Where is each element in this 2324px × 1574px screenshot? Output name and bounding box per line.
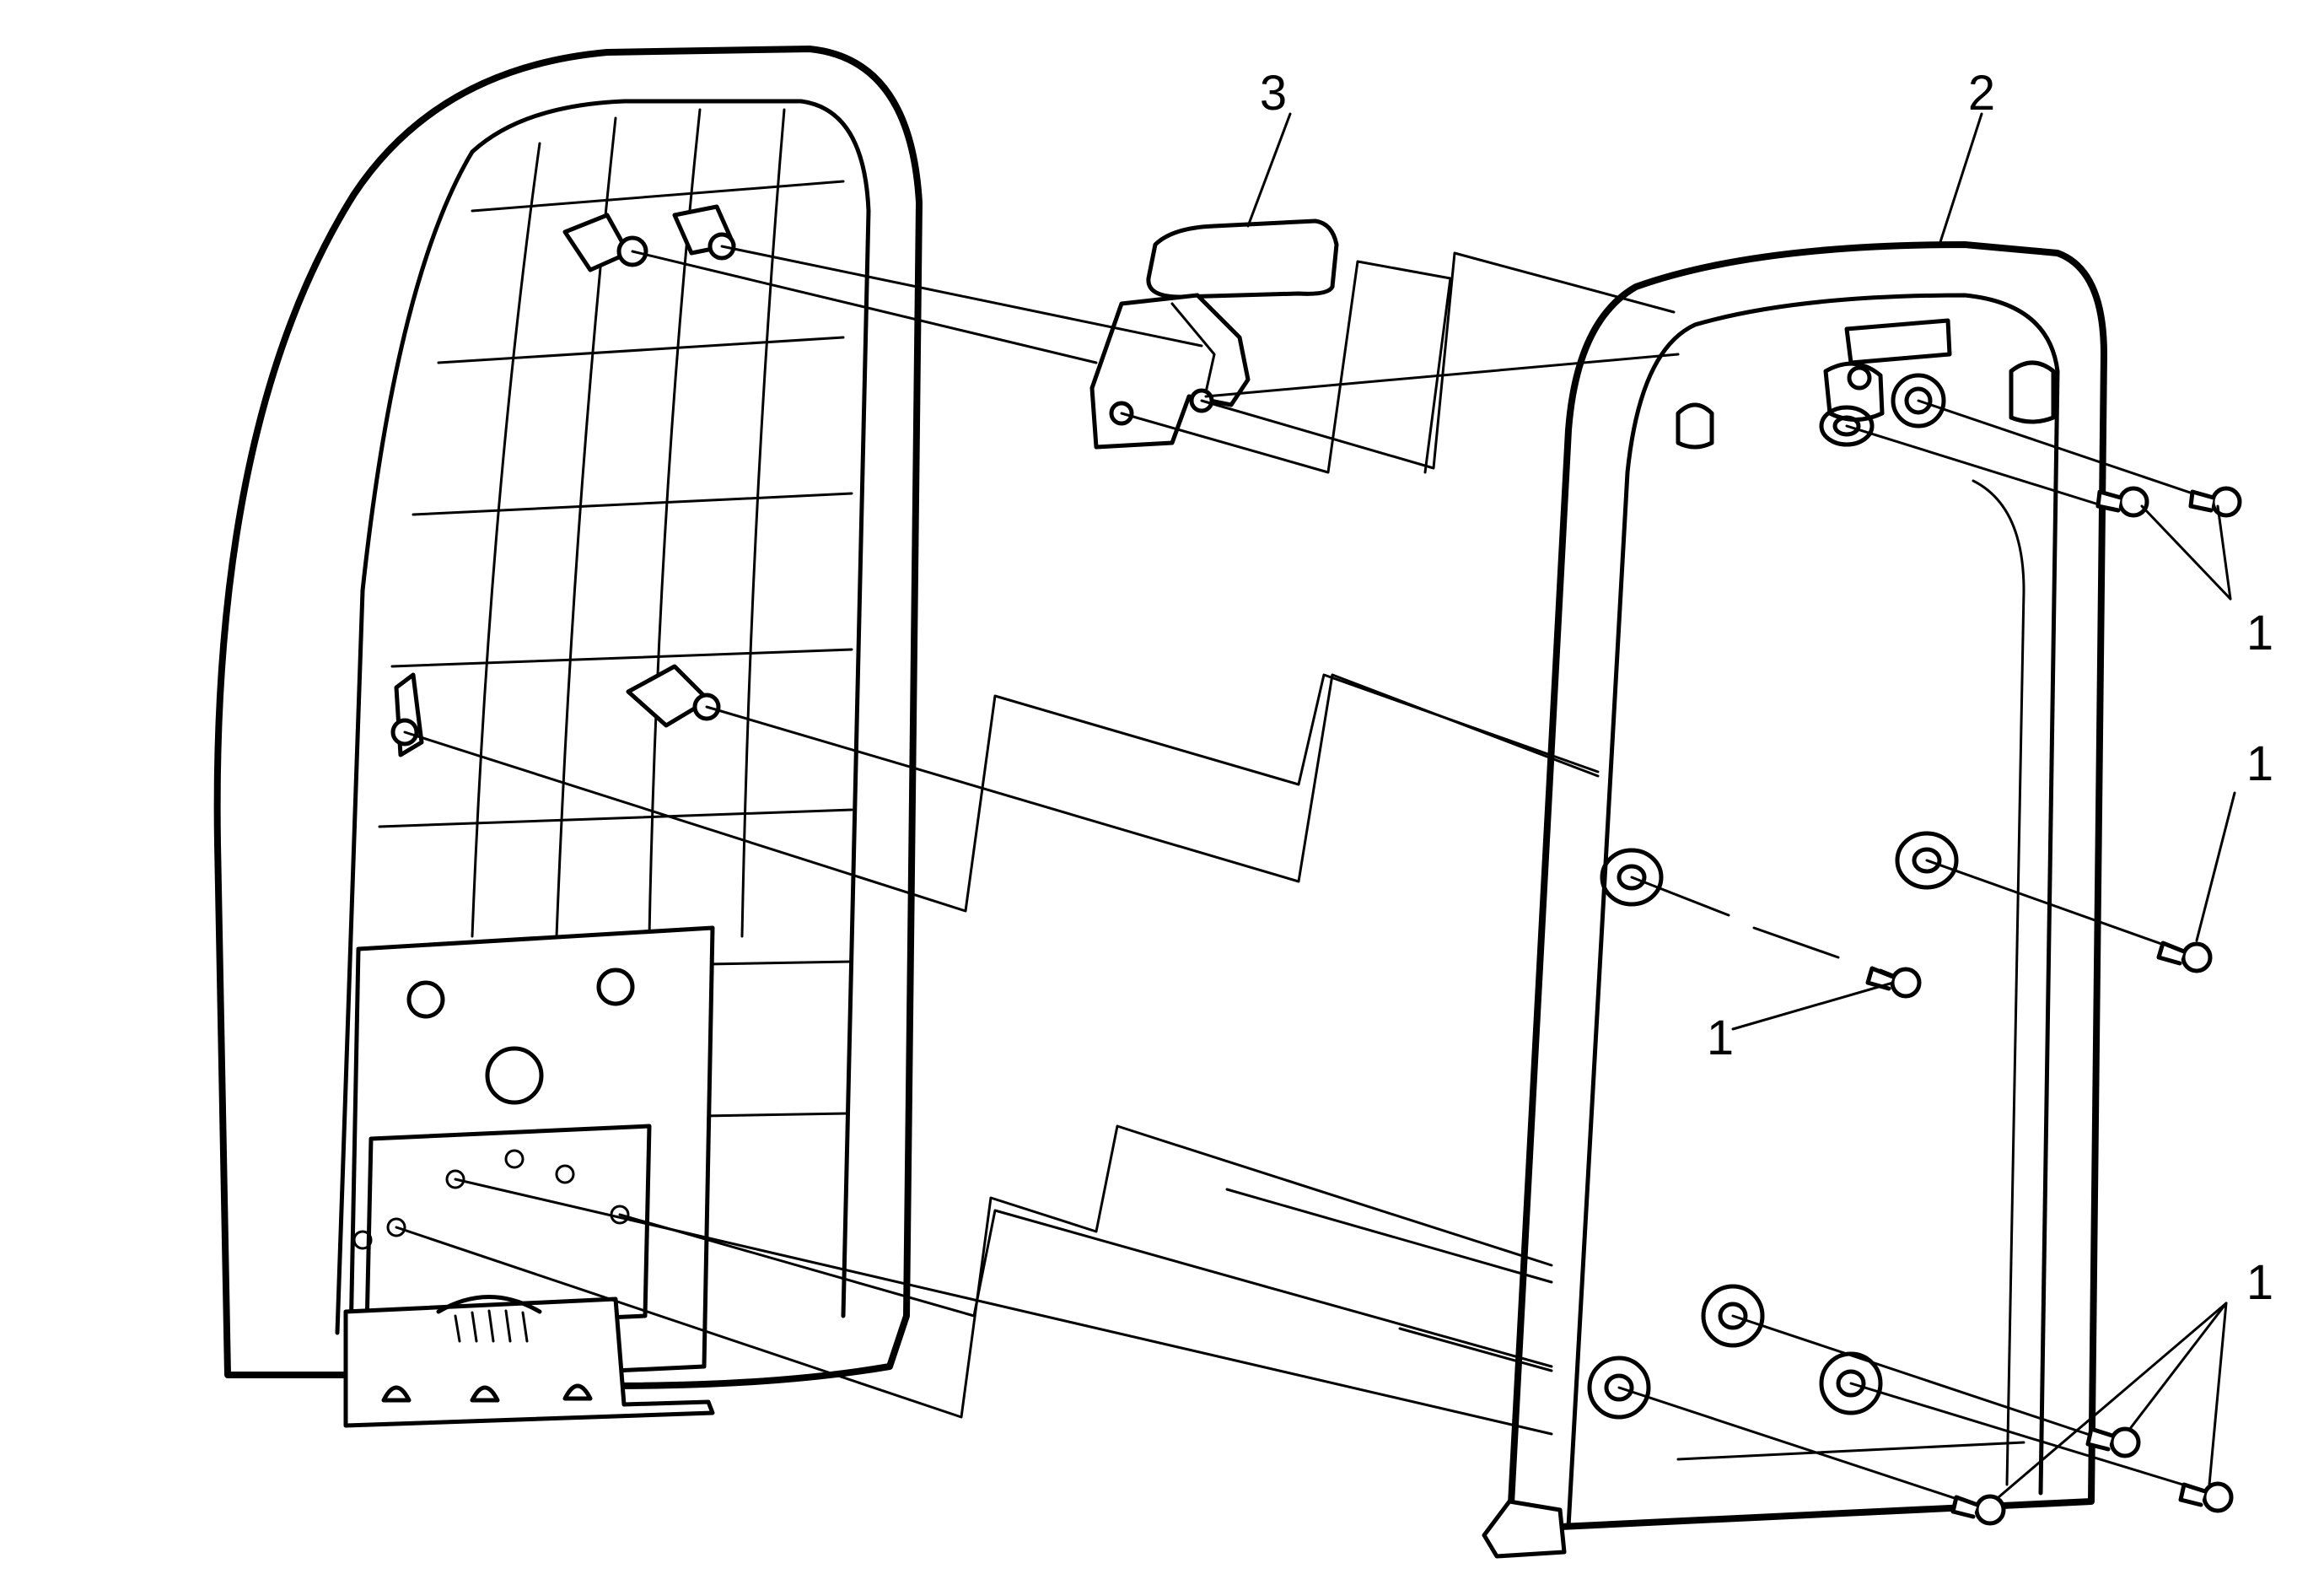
callout-back-cover: 2 <box>1968 66 1995 121</box>
callout-screws-bottom: 1 <box>2246 1255 2273 1310</box>
callout-screw-center: 1 <box>1707 1011 1734 1065</box>
screw-top-b <box>2188 486 2242 518</box>
screw-top-a <box>2095 486 2149 518</box>
seat-back-frame <box>213 46 923 1428</box>
callout-screws-top: 1 <box>2246 606 2273 660</box>
screw-mid-right <box>2156 941 2213 973</box>
callout-leaders <box>1246 112 2236 1499</box>
assembly-lines <box>395 245 2207 1507</box>
screw-bottom-b <box>2178 1481 2234 1513</box>
screw-bottom-a <box>2085 1426 2141 1458</box>
screw-bottom-c <box>1950 1494 2006 1526</box>
seat-back-cover <box>1482 241 2107 1559</box>
callout-screws-mid: 1 <box>2246 736 2273 791</box>
callout-labels: 3 2 1 1 1 1 <box>1260 66 2273 1310</box>
head-restraint-handle <box>1089 218 1339 450</box>
callout-handle: 3 <box>1260 66 1287 121</box>
screws <box>1865 486 2242 1526</box>
